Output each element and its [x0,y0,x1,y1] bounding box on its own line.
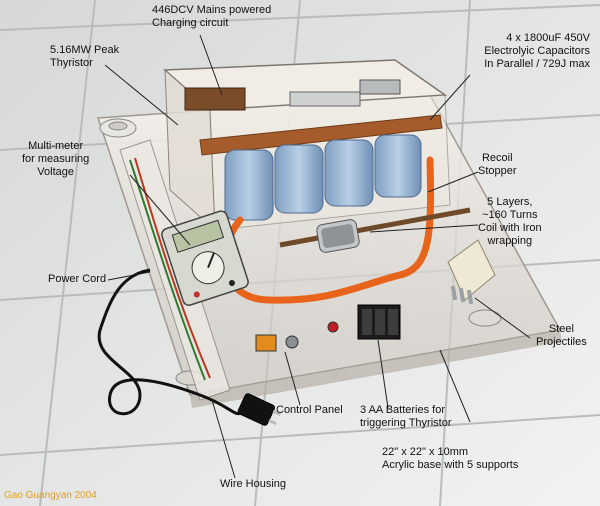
power-cord-label: Power Cord [48,273,107,285]
coil-label-line: 5 Layers, [487,196,533,208]
multimeter-label-line: Multi-meter [28,140,84,152]
capacitors-label-line: 4 x 1800uF 450V [506,32,590,44]
coil-label-line: ~160 Turns [482,209,538,221]
thyristor-label-line: Thyristor [50,57,93,69]
wire-housing-label: Wire Housing [220,478,287,490]
coil-label: 5 Layers, ~160 Turns Coil with Iron wrap… [478,196,542,248]
projectile-box [447,239,496,305]
charging-circuit-label: 446DCV Mains powered Charging circuit [152,4,271,30]
multimeter-label-line: for measuring [22,153,90,165]
recoil-label-line: Recoil [481,152,513,164]
label-leader-lines [104,34,531,479]
coil-assembly [279,207,471,253]
thyristor-label-line: 5.16MW Peak [50,44,120,56]
charging-label-line: 446DCV Mains powered [152,4,272,16]
steel-projectiles-label: Steel Projectiles [536,323,587,349]
batteries-label: 3 AA Batteries for triggering Thyristor [360,404,452,430]
battery-holder [357,304,401,340]
projectiles-label-line: Steel [548,323,574,335]
charging-label-line: Charging circuit [152,17,229,29]
multimeter-label-line: Voltage [37,166,74,178]
multimeter-label: Multi-meter for measuring Voltage [22,140,89,179]
capacitors-label-line: Electrolyic Capacitors [484,45,590,57]
capacitors-label: 4 x 1800uF 450V Electrolyic Capacitors I… [484,32,590,71]
capacitor-box [163,59,451,232]
photo-credit: Gao Guangyan 2004 [4,490,97,501]
thyristor-label: 5.16MW Peak Thyristor [50,44,119,70]
batteries-label-line: triggering Thyristor [360,417,452,429]
control-panel [255,321,339,352]
recoil-label-line: Stopper [478,165,517,177]
power-cord [97,268,282,426]
base-label-line: 22" x 22" x 10mm [382,446,469,458]
batteries-label-line: 3 AA Batteries for [360,404,445,416]
recoil-stopper-label: Recoil Stopper [478,152,517,178]
projectiles-label-line: Projectiles [536,336,587,348]
coil-label-line: Coil with Iron [478,222,542,234]
capacitors-label-line: In Parallel / 729J max [484,58,590,70]
coil-label-line: wrapping [487,235,533,247]
acrylic-base-label: 22" x 22" x 10mm Acrylic base with 5 sup… [382,446,518,472]
multimeter [161,210,249,306]
base-label-line: Acrylic base with 5 supports [382,459,519,471]
control-panel-label: Control Panel [276,404,343,416]
